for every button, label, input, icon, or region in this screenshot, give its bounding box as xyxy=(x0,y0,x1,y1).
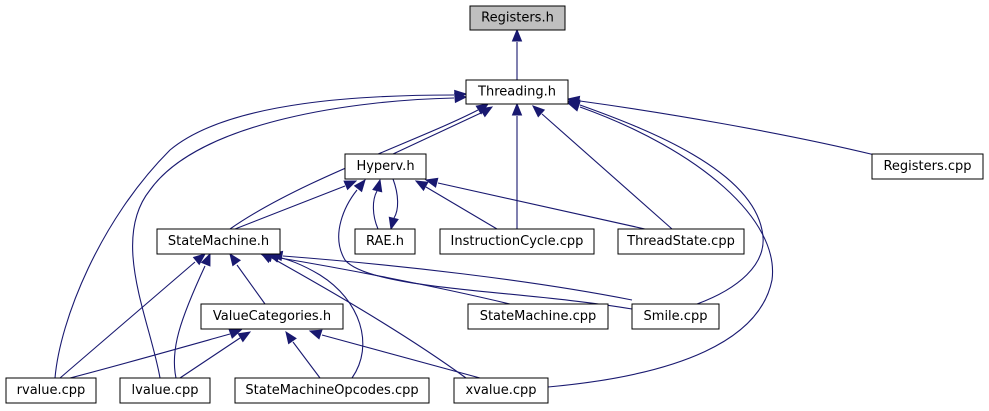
arrowhead xyxy=(353,178,366,193)
node-statemachineopcodes-cpp[interactable]: StateMachineOpcodes.cpp xyxy=(234,377,430,404)
edge-line xyxy=(54,94,455,379)
arrowhead xyxy=(424,177,439,188)
edge-line xyxy=(547,106,774,388)
arrowhead xyxy=(200,252,211,267)
node-label: StateMachine.h xyxy=(168,234,269,249)
edge-line xyxy=(179,337,241,379)
edge-threadstate-cpp-to-threading-h xyxy=(532,105,673,230)
edge-line xyxy=(321,334,481,379)
edge-smile-cpp-to-statemachine-h xyxy=(269,250,633,301)
node-label: xvalue.cpp xyxy=(466,383,537,398)
edge-line xyxy=(437,182,646,230)
node-threading-h[interactable]: Threading.h xyxy=(465,79,569,105)
edge-threading-h-to-registers-h xyxy=(511,28,523,80)
edge-line xyxy=(271,257,467,379)
arrowhead xyxy=(566,101,581,112)
node-statemachine-h[interactable]: StateMachine.h xyxy=(156,228,281,255)
edge-line xyxy=(132,97,455,379)
edge-line xyxy=(541,113,673,230)
arrowhead xyxy=(237,331,252,343)
node-label: Registers.cpp xyxy=(883,159,971,174)
edge-line xyxy=(425,186,498,230)
node-rvalue-cpp[interactable]: rvalue.cpp xyxy=(5,377,97,404)
edge-lvalue-cpp-to-valuecategories-h xyxy=(179,331,252,379)
node-label: Threading.h xyxy=(477,85,556,100)
edge-hyperv-h-to-threading-h xyxy=(392,106,494,155)
edge-line xyxy=(392,178,399,219)
node-label: Hyperv.h xyxy=(356,159,414,174)
edge-hyperv-h-to-rae-h xyxy=(388,178,399,231)
edge-registers-cpp-to-threading-h xyxy=(566,95,876,156)
edge-smile-cpp-to-hyperv-h xyxy=(338,178,633,310)
node-statemachine-cpp[interactable]: StateMachine.cpp xyxy=(467,303,609,330)
arrowhead xyxy=(532,105,546,118)
edge-line xyxy=(292,341,321,379)
edge-line xyxy=(282,255,633,301)
edge-line xyxy=(579,104,764,305)
edge-line xyxy=(279,257,511,305)
node-lvalue-cpp[interactable]: lvalue.cpp xyxy=(119,377,211,404)
edge-line xyxy=(579,100,876,156)
node-label: ThreadState.cpp xyxy=(626,234,735,249)
edge-xvalue-cpp-to-threading-h xyxy=(547,101,774,388)
edge-valuecategories-h-to-statemachine-h xyxy=(229,252,266,305)
node-label: Registers.h xyxy=(481,11,554,26)
node-label: StateMachine.cpp xyxy=(480,309,597,324)
edge-rvalue-cpp-to-valuecategories-h xyxy=(69,329,243,379)
arrowhead xyxy=(228,329,243,339)
node-rae-h[interactable]: RAE.h xyxy=(354,228,416,255)
node-label: InstructionCycle.cpp xyxy=(451,234,584,249)
node-smile-cpp[interactable]: Smile.cpp xyxy=(631,303,720,330)
node-label: lvalue.cpp xyxy=(132,383,199,398)
arrowhead xyxy=(308,329,323,340)
edge-statemachine-h-to-hyperv-h xyxy=(234,180,358,230)
edge-statemachineopcodes-cpp-to-valuecategories-h xyxy=(285,330,321,379)
edge-line xyxy=(236,264,266,305)
node-xvalue-cpp[interactable]: xvalue.cpp xyxy=(453,377,549,404)
node-label: Smile.cpp xyxy=(644,309,708,324)
arrowhead xyxy=(511,102,523,116)
edge-line xyxy=(372,190,379,230)
edge-rvalue-cpp-to-statemachine-h xyxy=(59,253,207,379)
node-label: StateMachineOpcodes.cpp xyxy=(245,383,418,398)
arrowhead xyxy=(475,103,490,115)
edge-smile-cpp-to-threading-h xyxy=(566,99,764,305)
arrowhead xyxy=(192,253,207,266)
node-label: RAE.h xyxy=(366,234,404,249)
edge-line xyxy=(392,111,484,155)
arrowhead xyxy=(414,180,429,192)
edges-layer xyxy=(54,28,876,388)
arrowhead xyxy=(372,178,383,193)
edge-line xyxy=(59,261,196,379)
node-label: ValueCategories.h xyxy=(213,309,331,324)
edge-xvalue-cpp-to-valuecategories-h xyxy=(308,329,481,379)
node-registers-h[interactable]: Registers.h xyxy=(469,5,566,31)
edge-threadstate-cpp-to-hyperv-h xyxy=(424,177,646,230)
edge-line xyxy=(234,185,346,230)
edge-lvalue-cpp-to-threading-h xyxy=(132,92,468,379)
nodes-layer: Registers.h Threading.h Hyperv.h Registe… xyxy=(5,5,984,404)
node-instructioncycle-cpp[interactable]: InstructionCycle.cpp xyxy=(439,228,595,255)
arrowhead xyxy=(511,28,523,42)
node-label: rvalue.cpp xyxy=(17,383,86,398)
node-valuecategories-h[interactable]: ValueCategories.h xyxy=(200,303,344,330)
arrowhead xyxy=(285,330,297,345)
node-hyperv-h[interactable]: Hyperv.h xyxy=(344,153,427,180)
edge-line xyxy=(173,265,206,379)
node-registers-cpp[interactable]: Registers.cpp xyxy=(871,153,984,180)
arrowhead xyxy=(454,92,468,104)
arrowhead xyxy=(343,180,358,191)
node-threadstate-cpp[interactable]: ThreadState.cpp xyxy=(617,228,745,255)
edge-line xyxy=(338,189,633,310)
edge-rae-h-to-hyperv-h xyxy=(372,178,383,230)
arrowhead xyxy=(229,252,242,267)
edge-instructioncycle-cpp-to-threading-h xyxy=(511,102,523,229)
edge-instructioncycle-cpp-to-hyperv-h xyxy=(414,180,498,230)
edge-lvalue-cpp-to-statemachine-h xyxy=(173,252,211,379)
arrowhead xyxy=(388,216,399,231)
edge-line xyxy=(69,333,231,379)
